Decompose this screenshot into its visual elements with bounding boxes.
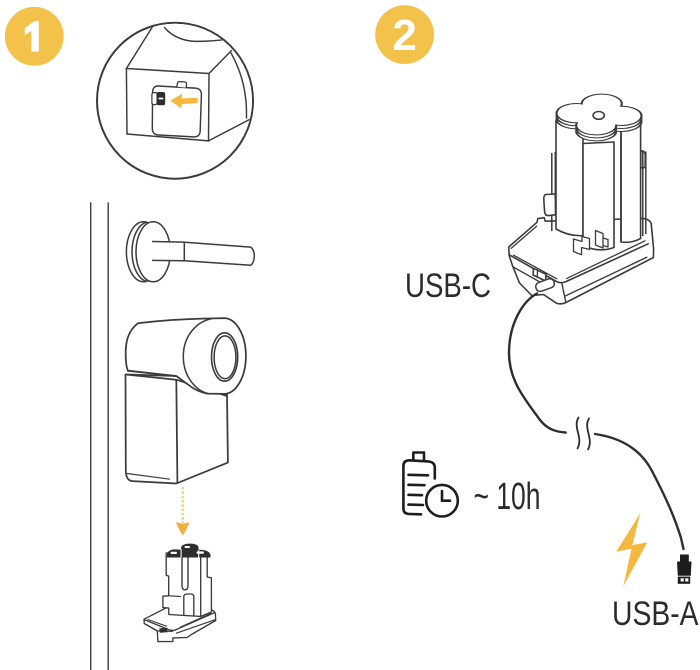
svg-text:USB-A: USB-A (612, 595, 699, 633)
svg-text:USB-C: USB-C (405, 267, 491, 305)
svg-text:2: 2 (392, 11, 416, 60)
svg-text:~ 10h: ~ 10h (474, 476, 541, 518)
